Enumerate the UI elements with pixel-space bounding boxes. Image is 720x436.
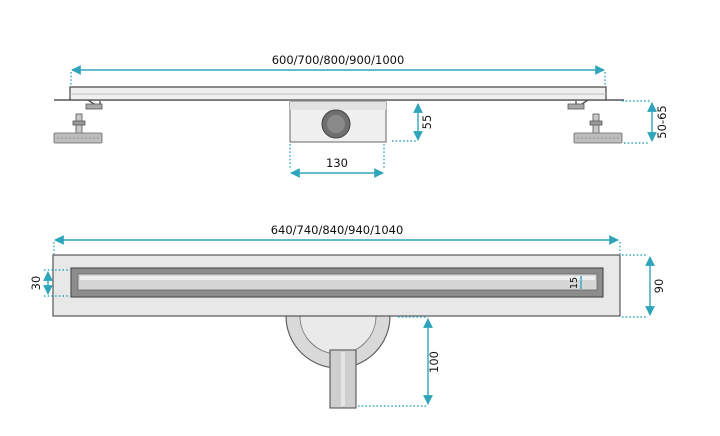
grate-height-label: 30 xyxy=(29,276,43,291)
outlet-height-label: 55 xyxy=(420,115,434,130)
depth-label: 90 xyxy=(652,279,666,294)
outlet-box xyxy=(289,101,387,143)
slot-width-label: 15 xyxy=(569,277,580,289)
top-length-dimension: 600/700/800/900/1000 xyxy=(70,53,606,86)
top-length-label: 600/700/800/900/1000 xyxy=(272,53,405,67)
total-height-dimension: 50-65 xyxy=(622,100,669,144)
right-mounting-foot xyxy=(567,99,623,144)
depth-dimension: 90 xyxy=(622,254,666,318)
bottom-length-dimension: 640/740/840/940/1040 xyxy=(53,223,621,254)
bottom-length-label: 640/740/840/940/1040 xyxy=(271,223,404,237)
grate xyxy=(70,267,604,298)
pipe-length-label: 100 xyxy=(427,351,441,373)
channel-profile xyxy=(54,86,624,101)
grate-height-dimension: 30 xyxy=(29,269,70,297)
outlet-height-dimension: 55 xyxy=(392,103,434,142)
total-height-label: 50-65 xyxy=(655,105,669,138)
top-view: 600/700/800/900/1000 xyxy=(53,53,669,178)
pipe-length-dimension: 100 xyxy=(358,316,441,407)
outlet-width-label: 130 xyxy=(326,156,348,170)
left-mounting-foot xyxy=(53,99,103,144)
outlet-width-dimension: 130 xyxy=(289,144,385,178)
bottom-view: 640/740/840/940/1040 15 xyxy=(29,223,666,409)
slot-width-dimension: 15 xyxy=(569,276,582,289)
outlet-pipe xyxy=(285,315,391,409)
